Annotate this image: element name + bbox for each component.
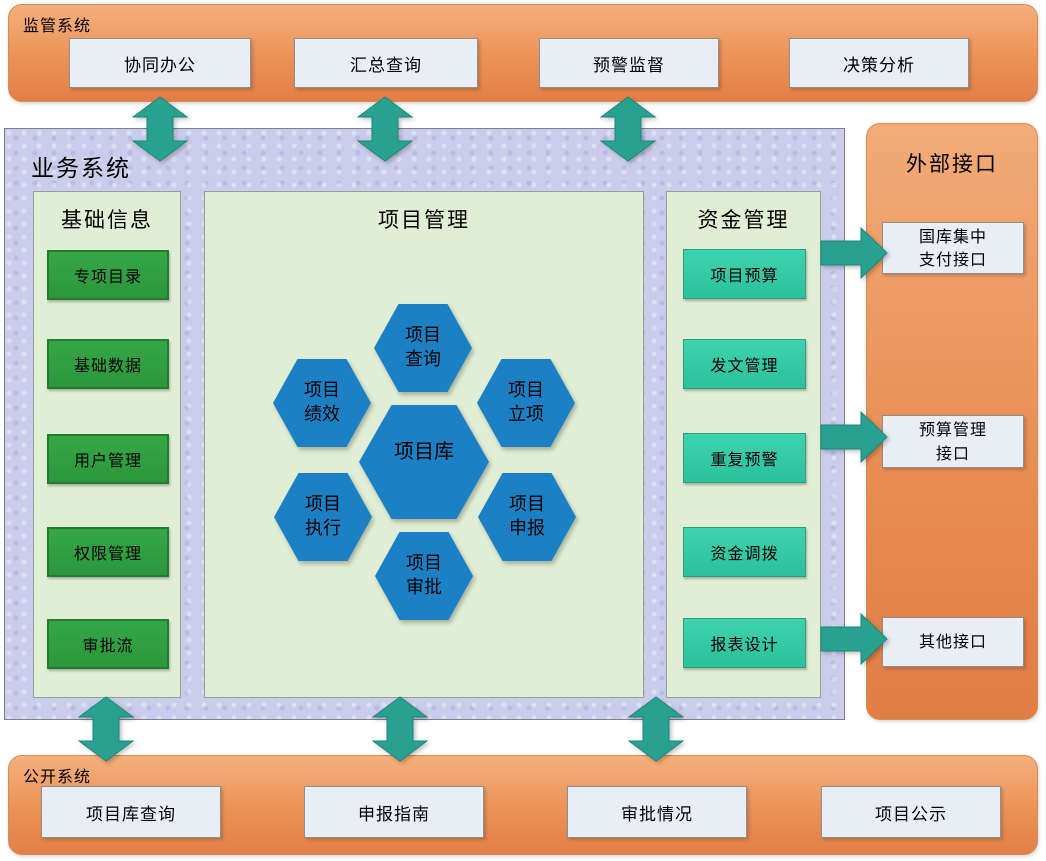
public-system-bar: 公开系统 项目库查询 申报指南 审批情况 项目公示 [8, 755, 1038, 855]
box-treasury-payment-interface: 国库集中支付接口 [882, 222, 1024, 274]
box-label: 其他接口 [918, 632, 987, 652]
box-label: 审批流 [82, 636, 134, 655]
hex-label: 项目立项 [508, 379, 544, 425]
box-label: 发文管理 [710, 356, 779, 375]
box-label: 预算管理接口 [918, 420, 987, 463]
project-management-panel: 项目管理 项目查询 项目绩效 项目立项 项目库 [204, 191, 644, 698]
box-label: 汇总查询 [350, 55, 422, 76]
basic-info-panel: 基础信息 专项目录 基础数据 用户管理 权限管理 审批流 [33, 191, 181, 698]
right-arrow-other [820, 613, 888, 665]
bidirectional-arrow-bottom-2 [372, 696, 428, 762]
box-label: 申报指南 [358, 804, 430, 825]
hex-project-performance: 项目绩效 [273, 359, 371, 447]
box-label: 项目预算 [710, 266, 779, 285]
basic-info-title: 基础信息 [61, 208, 153, 232]
box-duplicate-warning: 重复预警 [683, 433, 806, 483]
external-interface-title: 外部接口 [906, 152, 998, 176]
box-label: 协同办公 [124, 55, 196, 76]
box-decision-analysis: 决策分析 [789, 38, 969, 88]
right-arrow-treasury [820, 227, 888, 279]
hex-project-query: 项目查询 [374, 304, 472, 392]
box-project-publicity: 项目公示 [821, 786, 1001, 838]
box-label: 预警监督 [593, 55, 665, 76]
box-label: 资金调拨 [710, 544, 779, 563]
box-label: 报表设计 [710, 635, 779, 654]
supervision-system-bar: 监管系统 协同办公 汇总查询 预警监督 决策分析 [8, 4, 1038, 102]
box-label: 项目库查询 [86, 804, 176, 825]
box-special-catalog: 专项目录 [47, 250, 169, 300]
business-system-title: 业务系统 [31, 156, 131, 182]
business-system-area: 业务系统 基础信息 专项目录 基础数据 用户管理 权限管理 审批流 项目管理 [4, 128, 845, 720]
public-system-title: 公开系统 [23, 767, 92, 786]
box-fund-allocation: 资金调拨 [683, 527, 806, 577]
bidirectional-arrow-top-3 [600, 96, 656, 162]
supervision-system-title: 监管系统 [23, 16, 92, 35]
box-label: 用户管理 [73, 451, 142, 470]
external-interface-panel: 外部接口 国库集中支付接口 预算管理接口 其他接口 [866, 123, 1038, 720]
bidirectional-arrow-bottom-3 [628, 696, 684, 762]
right-arrow-budget [820, 411, 888, 463]
box-summary-query: 汇总查询 [294, 38, 478, 88]
box-declaration-guide: 申报指南 [304, 786, 484, 838]
hex-label: 项目执行 [305, 493, 341, 539]
hex-project-execution: 项目执行 [274, 473, 372, 561]
box-collaborative-office: 协同办公 [69, 38, 251, 88]
box-label: 决策分析 [843, 55, 915, 76]
hex-label: 项目库 [394, 439, 454, 463]
box-document-management: 发文管理 [683, 339, 806, 389]
box-basic-data: 基础数据 [47, 339, 169, 389]
hex-label: 项目查询 [405, 324, 441, 370]
box-warning-supervision: 预警监督 [539, 38, 719, 88]
box-permission-management: 权限管理 [47, 527, 169, 577]
project-management-title: 项目管理 [378, 208, 470, 232]
hex-label: 项目审批 [406, 552, 442, 598]
box-label: 重复预警 [710, 450, 779, 469]
bidirectional-arrow-bottom-1 [78, 696, 134, 762]
hex-project-library: 项目库 [359, 405, 489, 519]
box-label: 专项目录 [73, 267, 142, 286]
box-label: 审批情况 [621, 804, 693, 825]
box-approval-flow: 审批流 [47, 619, 169, 669]
box-user-management: 用户管理 [47, 434, 169, 484]
bidirectional-arrow-top-2 [357, 96, 413, 162]
box-project-library-query: 项目库查询 [41, 786, 221, 838]
hex-label: 项目绩效 [304, 379, 340, 425]
box-label: 基础数据 [73, 356, 142, 375]
fund-management-title: 资金管理 [697, 208, 790, 232]
box-report-design: 报表设计 [683, 618, 806, 668]
box-label: 权限管理 [73, 544, 142, 563]
box-label: 项目公示 [875, 804, 947, 825]
hex-label: 项目申报 [509, 493, 545, 539]
hex-project-declaration: 项目申报 [478, 473, 576, 561]
hex-project-initiation: 项目立项 [477, 359, 575, 447]
hex-project-approval: 项目审批 [375, 532, 473, 620]
fund-management-panel: 资金管理 项目预算 发文管理 重复预警 资金调拨 报表设计 [666, 191, 821, 698]
box-label: 国库集中支付接口 [918, 226, 987, 269]
bidirectional-arrow-top-1 [132, 96, 188, 162]
box-project-budget: 项目预算 [683, 249, 806, 299]
box-budget-management-interface: 预算管理接口 [882, 415, 1024, 468]
box-approval-status: 审批情况 [567, 786, 747, 838]
box-other-interface: 其他接口 [882, 617, 1024, 667]
